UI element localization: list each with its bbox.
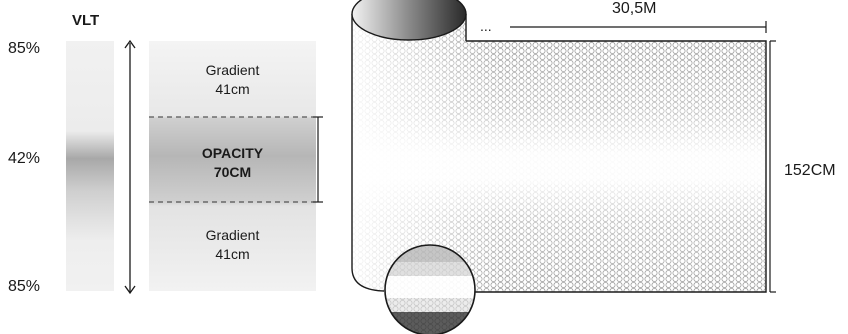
zone-dividers <box>149 116 316 203</box>
length-ellipsis: ... <box>480 18 492 34</box>
bottom-gradient-title: Gradient <box>205 227 260 243</box>
vlt-top-percent: 85% <box>8 40 41 57</box>
film-roll <box>351 0 767 293</box>
vlt-gradient-bar <box>66 41 114 291</box>
film-zone-panel: Gradient 41cm OPACITY 70CM Gradient 41cm <box>149 41 316 291</box>
roll-height-label: 152CM <box>784 162 836 179</box>
length-dimension-line: ... <box>480 18 767 34</box>
opacity-title: OPACITY <box>201 145 264 161</box>
vlt-height-arrow <box>124 39 136 295</box>
opacity-bracket <box>313 116 323 203</box>
opacity-label: OPACITY 70CM <box>149 144 316 182</box>
zoom-detail-circle <box>384 244 476 334</box>
top-gradient-title: Gradient <box>205 62 260 78</box>
roll-length-label: 30,5M <box>612 0 657 17</box>
vlt-middle-percent: 42% <box>8 150 41 167</box>
top-gradient-size: 41cm <box>215 81 250 97</box>
vlt-bottom-percent: 85% <box>8 278 41 295</box>
height-dimension-line <box>769 40 776 293</box>
top-gradient-label: Gradient 41cm <box>149 61 316 99</box>
opacity-size: 70CM <box>213 164 252 180</box>
bottom-gradient-size: 41cm <box>215 246 250 262</box>
bottom-gradient-label: Gradient 41cm <box>149 226 316 264</box>
vlt-title: VLT <box>72 12 100 29</box>
